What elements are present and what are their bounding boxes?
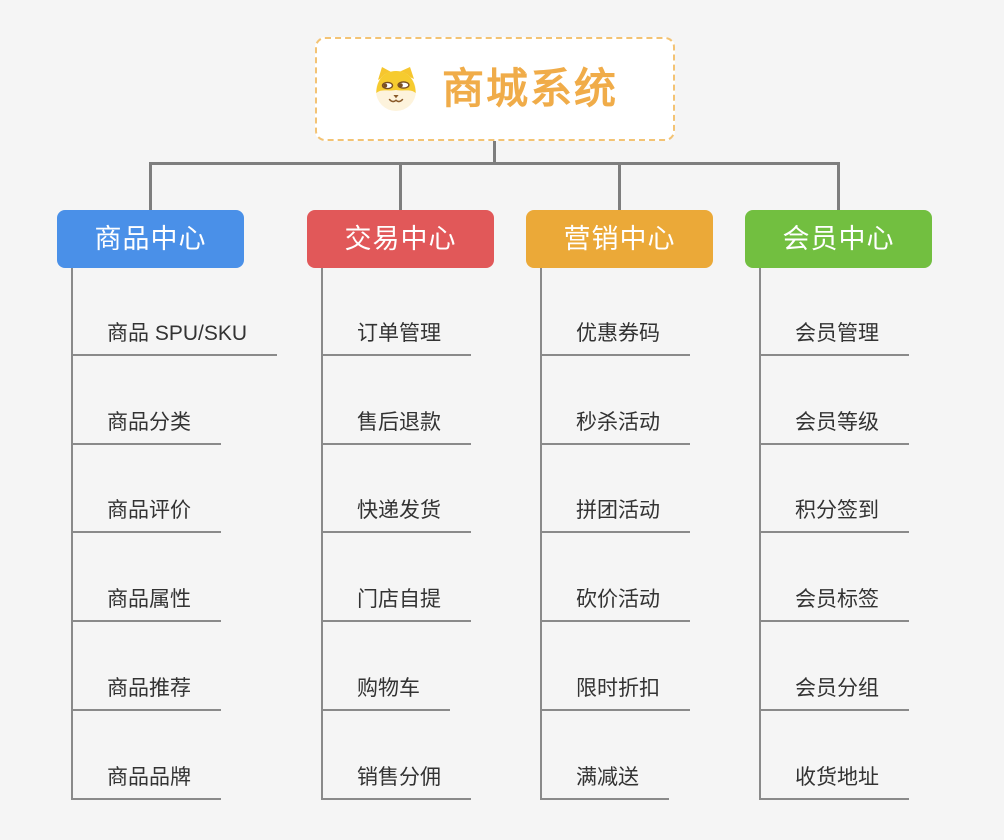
tree-node[interactable]: 满减送 bbox=[542, 764, 669, 800]
connector-drop-trade bbox=[399, 162, 402, 211]
tree-node[interactable]: 积分签到 bbox=[761, 497, 909, 533]
root-title: 商城系统 bbox=[441, 65, 618, 112]
tree-node[interactable]: 收货地址 bbox=[761, 764, 909, 800]
branch-node-trade-center[interactable]: 交易中心 bbox=[307, 210, 494, 268]
doge-icon bbox=[375, 67, 416, 111]
tree-node[interactable]: 商品评价 bbox=[73, 497, 221, 533]
tree-node[interactable]: 会员分组 bbox=[761, 675, 909, 711]
tree-node[interactable]: 商品属性 bbox=[73, 586, 221, 622]
branch-marketing-children: 优惠券码 秒杀活动 拼团活动 砍价活动 限时折扣 满减送 bbox=[540, 268, 772, 800]
tree-node[interactable]: 限时折扣 bbox=[542, 675, 690, 711]
tree-node[interactable]: 购物车 bbox=[323, 675, 450, 711]
tree-node[interactable]: 快递发货 bbox=[323, 497, 471, 533]
connector-bus bbox=[149, 162, 840, 165]
tree-node[interactable]: 商品品牌 bbox=[73, 764, 221, 800]
tree-node[interactable]: 商品分类 bbox=[73, 409, 221, 445]
connector-drop-product bbox=[149, 162, 152, 211]
connector-root-stub bbox=[493, 140, 496, 164]
connector-drop-marketing bbox=[618, 162, 621, 211]
tree-node[interactable]: 优惠券码 bbox=[542, 320, 690, 356]
tree-node[interactable]: 商品推荐 bbox=[73, 675, 221, 711]
tree-node[interactable]: 会员管理 bbox=[761, 320, 909, 356]
tree-node[interactable]: 会员标签 bbox=[761, 586, 909, 622]
tree-node[interactable]: 销售分佣 bbox=[323, 764, 471, 800]
branch-node-marketing-center[interactable]: 营销中心 bbox=[526, 210, 713, 268]
branch-member-children: 会员管理 会员等级 积分签到 会员标签 会员分组 收货地址 bbox=[759, 268, 991, 800]
tree-node[interactable]: 售后退款 bbox=[323, 409, 471, 445]
tree-node[interactable]: 订单管理 bbox=[323, 320, 471, 356]
tree-node[interactable]: 秒杀活动 bbox=[542, 409, 690, 445]
tree-node[interactable]: 门店自提 bbox=[323, 586, 471, 622]
tree-node[interactable]: 会员等级 bbox=[761, 409, 909, 445]
tree-node[interactable]: 商品 SPU/SKU bbox=[73, 320, 278, 356]
branch-trade-children: 订单管理 售后退款 快递发货 门店自提 购物车 销售分佣 bbox=[321, 268, 553, 800]
tree-node[interactable]: 拼团活动 bbox=[542, 497, 690, 533]
branch-node-product-center[interactable]: 商品中心 bbox=[57, 210, 244, 268]
connector-drop-member bbox=[837, 162, 840, 211]
branch-product-children: 商品 SPU/SKU 商品分类 商品评价 商品属性 商品推荐 商品品牌 bbox=[71, 268, 303, 800]
root-node[interactable]: 商城系统 bbox=[315, 37, 675, 141]
branch-node-member-center[interactable]: 会员中心 bbox=[745, 210, 932, 268]
tree-node[interactable]: 砍价活动 bbox=[542, 586, 690, 622]
